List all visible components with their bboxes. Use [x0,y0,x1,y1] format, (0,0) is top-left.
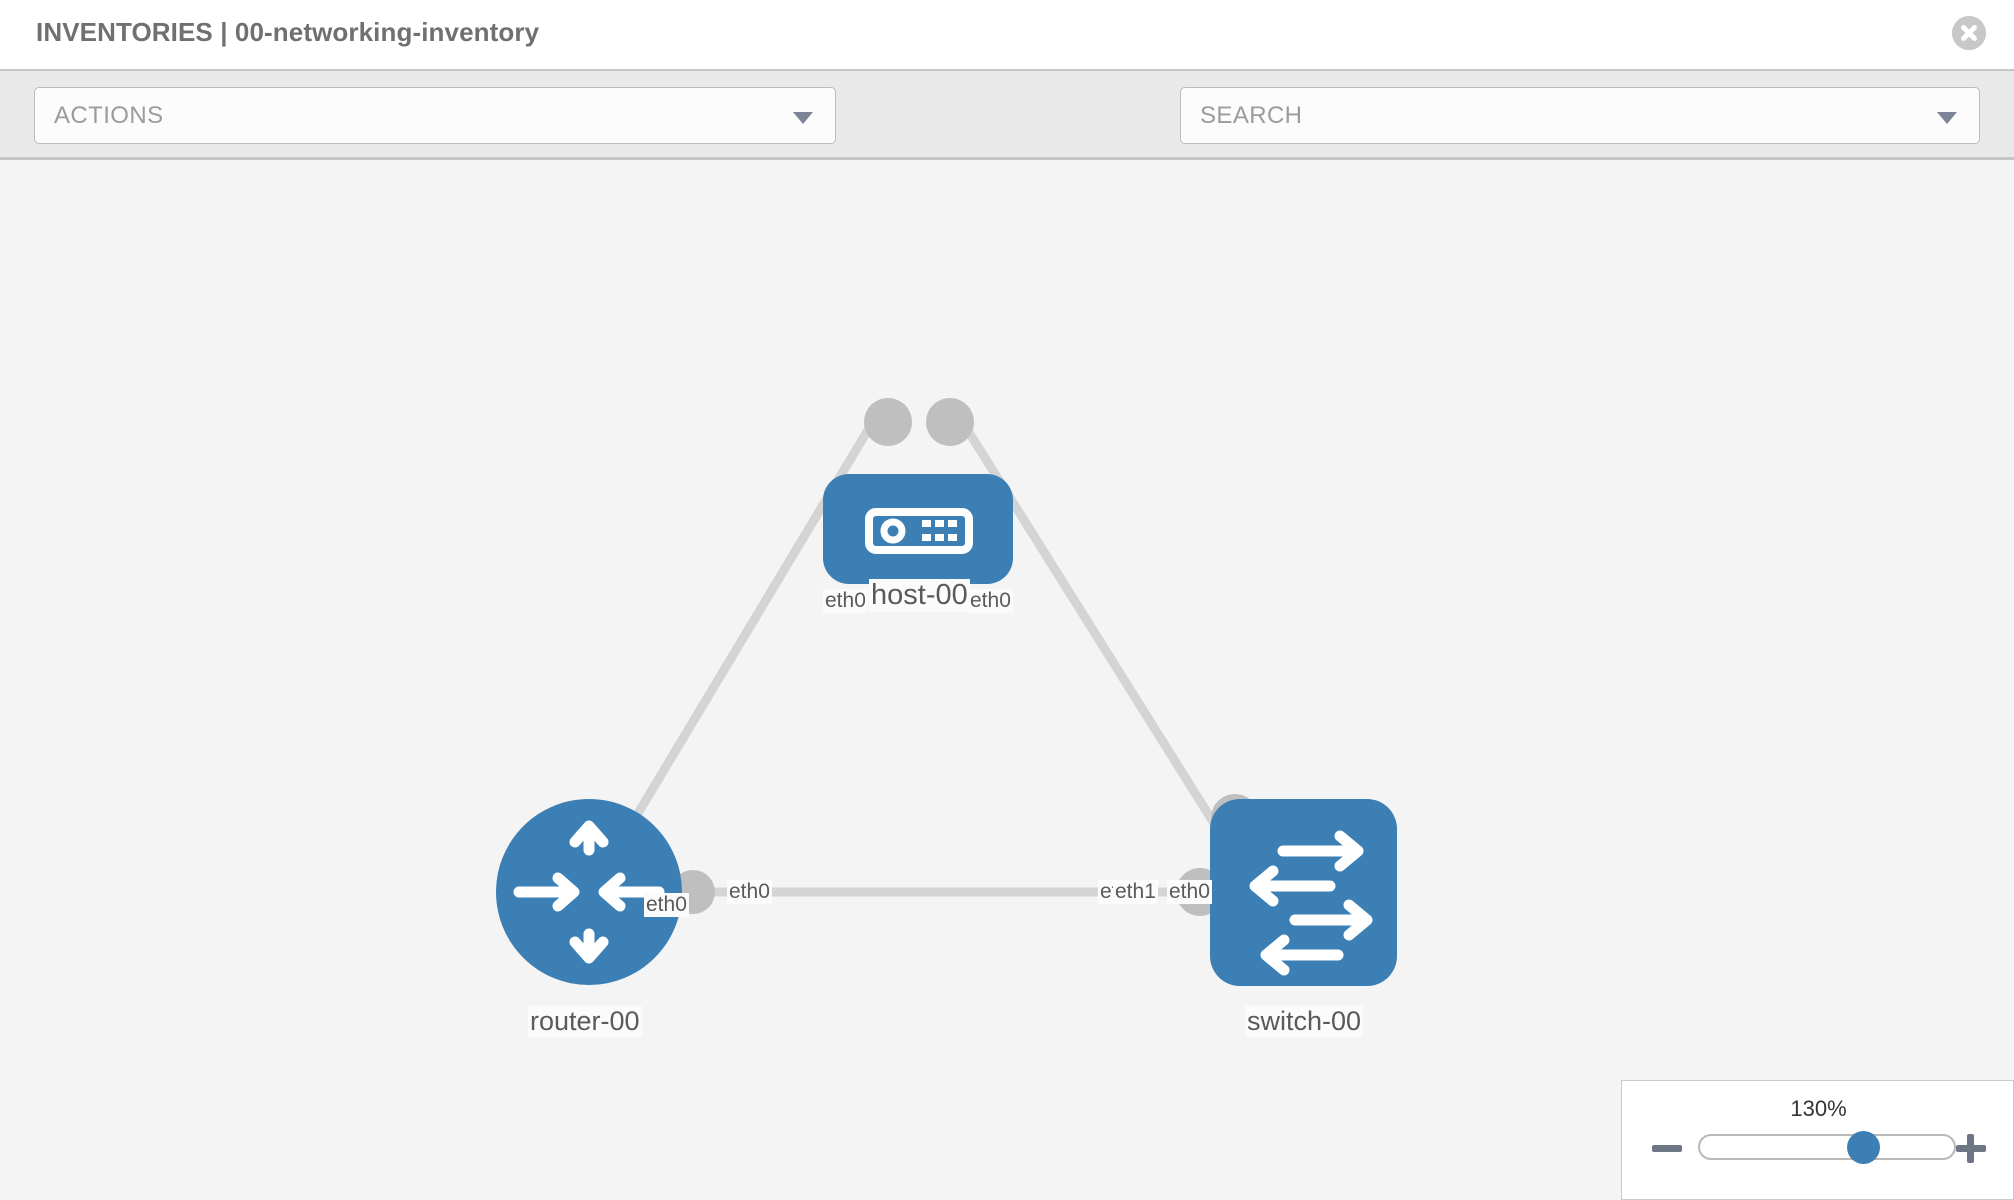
chevron-down-icon [793,112,813,124]
iface-label-host00-right: eth0 [968,589,1013,613]
topology-canvas[interactable]: host-00 router-00 switch-00 eth0 eth0 et… [0,160,2014,1200]
zoom-in-button[interactable] [1954,1131,1988,1165]
zoom-out-button[interactable] [1650,1131,1684,1165]
chevron-down-icon[interactable] [1937,112,1957,124]
actions-dropdown[interactable]: ACTIONS [34,87,836,144]
node-label-host-00: host-00 [869,579,970,612]
iface-label-switch00-left-b: eth1 [1113,880,1158,904]
topology-graph [496,398,1397,986]
router-icon [513,820,665,964]
actions-dropdown-label: ACTIONS [54,102,164,129]
page-header: INVENTORIES | 00-networking-inventory [0,0,2014,69]
switch-icon [1249,830,1373,976]
iface-label-router00-up: eth0 [644,893,689,917]
node-router-00[interactable] [496,799,682,985]
toolbar: ACTIONS SEARCH [0,69,2014,202]
zoom-level-value: 130% [1790,1096,1847,1121]
port-host00-left [864,398,912,446]
node-label-switch-00: switch-00 [1245,1006,1364,1037]
zoom-slider-track[interactable] [1698,1134,1956,1160]
iface-label-switch00-up: eth0 [1167,880,1212,904]
zoom-control-panel: 130% [1621,1080,2014,1200]
close-icon[interactable] [1952,16,1986,50]
search-placeholder-label: SEARCH [1200,102,1303,129]
node-host-00[interactable] [823,474,1013,584]
port-host00-right [926,398,974,446]
server-icon [865,508,973,554]
zoom-slider-thumb[interactable] [1847,1131,1880,1164]
search-input[interactable]: SEARCH [1180,87,1980,144]
page-title: INVENTORIES | 00-networking-inventory [36,17,540,47]
iface-label-router00-right: eth0 [727,880,772,904]
node-label-router-00: router-00 [528,1006,642,1037]
iface-label-host00-left: eth0 [823,589,868,613]
node-switch-00[interactable] [1210,799,1397,986]
